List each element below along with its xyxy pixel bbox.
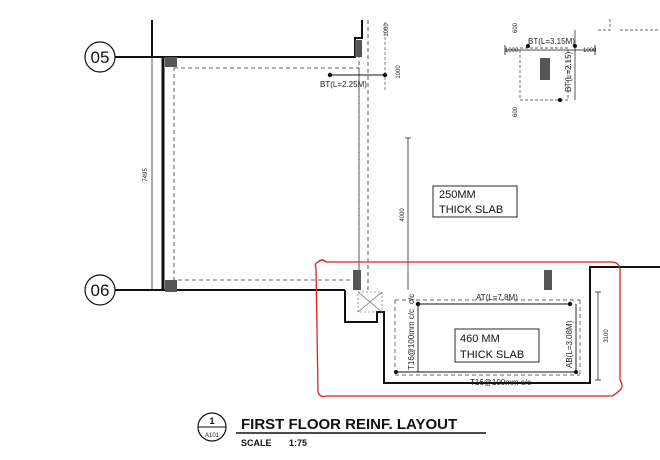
left-span-dimension: 7495 bbox=[143, 57, 153, 290]
detail-column bbox=[540, 58, 550, 80]
t16-bottom-text: T16@100mm c/c bbox=[470, 378, 531, 387]
revision-cloud bbox=[314, 259, 623, 398]
drawing-title: FIRST FLOOR REINF. LAYOUT bbox=[241, 416, 457, 433]
upper-slab-inner-dashed bbox=[173, 67, 360, 281]
detail-dim-top: 600 bbox=[513, 22, 519, 33]
scale-label: SCALE bbox=[241, 438, 272, 448]
detail-bt-vertical: BT(L=2.15) bbox=[564, 51, 573, 92]
column-top-mid bbox=[355, 40, 362, 57]
bt-bar-top-left-text: BT(L=2.25M) bbox=[320, 80, 367, 89]
grid-label-05: 05 bbox=[91, 48, 110, 67]
small-dim-1: 1000 bbox=[396, 65, 402, 79]
slab-250-line1: 250MM bbox=[439, 189, 476, 201]
column-top-left bbox=[165, 57, 177, 67]
slab-250-label: 250MM THICK SLAB bbox=[432, 185, 518, 218]
column-detail: BT(L=3.15M) BT(L=2.15) 600 1000 1000 600 bbox=[504, 18, 660, 117]
slab-460-box bbox=[454, 328, 540, 363]
upper-slab-outline bbox=[151, 20, 369, 292]
detail-dim-bottom: 600 bbox=[513, 106, 519, 117]
grid-label-06: 06 bbox=[91, 281, 110, 300]
mid-vertical-dimension: 4000 bbox=[400, 137, 411, 290]
scale-value: 1:75 bbox=[289, 438, 307, 448]
title-block: 1 A101 FIRST FLOOR REINF. LAYOUT SCALE 1… bbox=[197, 412, 486, 448]
detail-dim-right: 1000 bbox=[583, 48, 597, 54]
left-span-dim-text: 7495 bbox=[143, 168, 149, 182]
bt-bar-top-left: BT(L=2.25M) 1000 1000 bbox=[320, 22, 402, 90]
t16-left-text: T16@100mm c/c bbox=[407, 309, 416, 370]
detail-bt-horizontal: BT(L=3.15M) bbox=[528, 37, 575, 46]
small-dim-2: 1000 bbox=[384, 23, 390, 37]
mid-vertical-dim-text: 4000 bbox=[400, 208, 406, 222]
slab-460-line1: 460 MM bbox=[460, 333, 500, 345]
column-bottom-left bbox=[165, 280, 177, 292]
t16-top-cc-text: c/c bbox=[407, 294, 416, 304]
ab-bar-text: AB(L=3.08M) bbox=[565, 320, 574, 368]
title-sheet: A101 bbox=[205, 433, 220, 439]
slab-460-line2: THICK SLAB bbox=[460, 349, 524, 361]
detail-dim-side: 1000 bbox=[505, 48, 519, 54]
right-vertical-dim-text: 3100 bbox=[604, 329, 610, 343]
at-bar-text: AT(L=7.8M) bbox=[476, 293, 518, 302]
title-number: 1 bbox=[209, 416, 214, 426]
column-lower-right bbox=[544, 270, 552, 290]
slab-250-line2: THICK SLAB bbox=[439, 204, 503, 216]
grid-line-06: 06 bbox=[84, 274, 165, 306]
column-bottom-mid bbox=[353, 270, 361, 290]
lower-thick-slab: AT(L=7.8M) T16@100mm c/c c/c AB(L=3.08M)… bbox=[344, 266, 660, 387]
